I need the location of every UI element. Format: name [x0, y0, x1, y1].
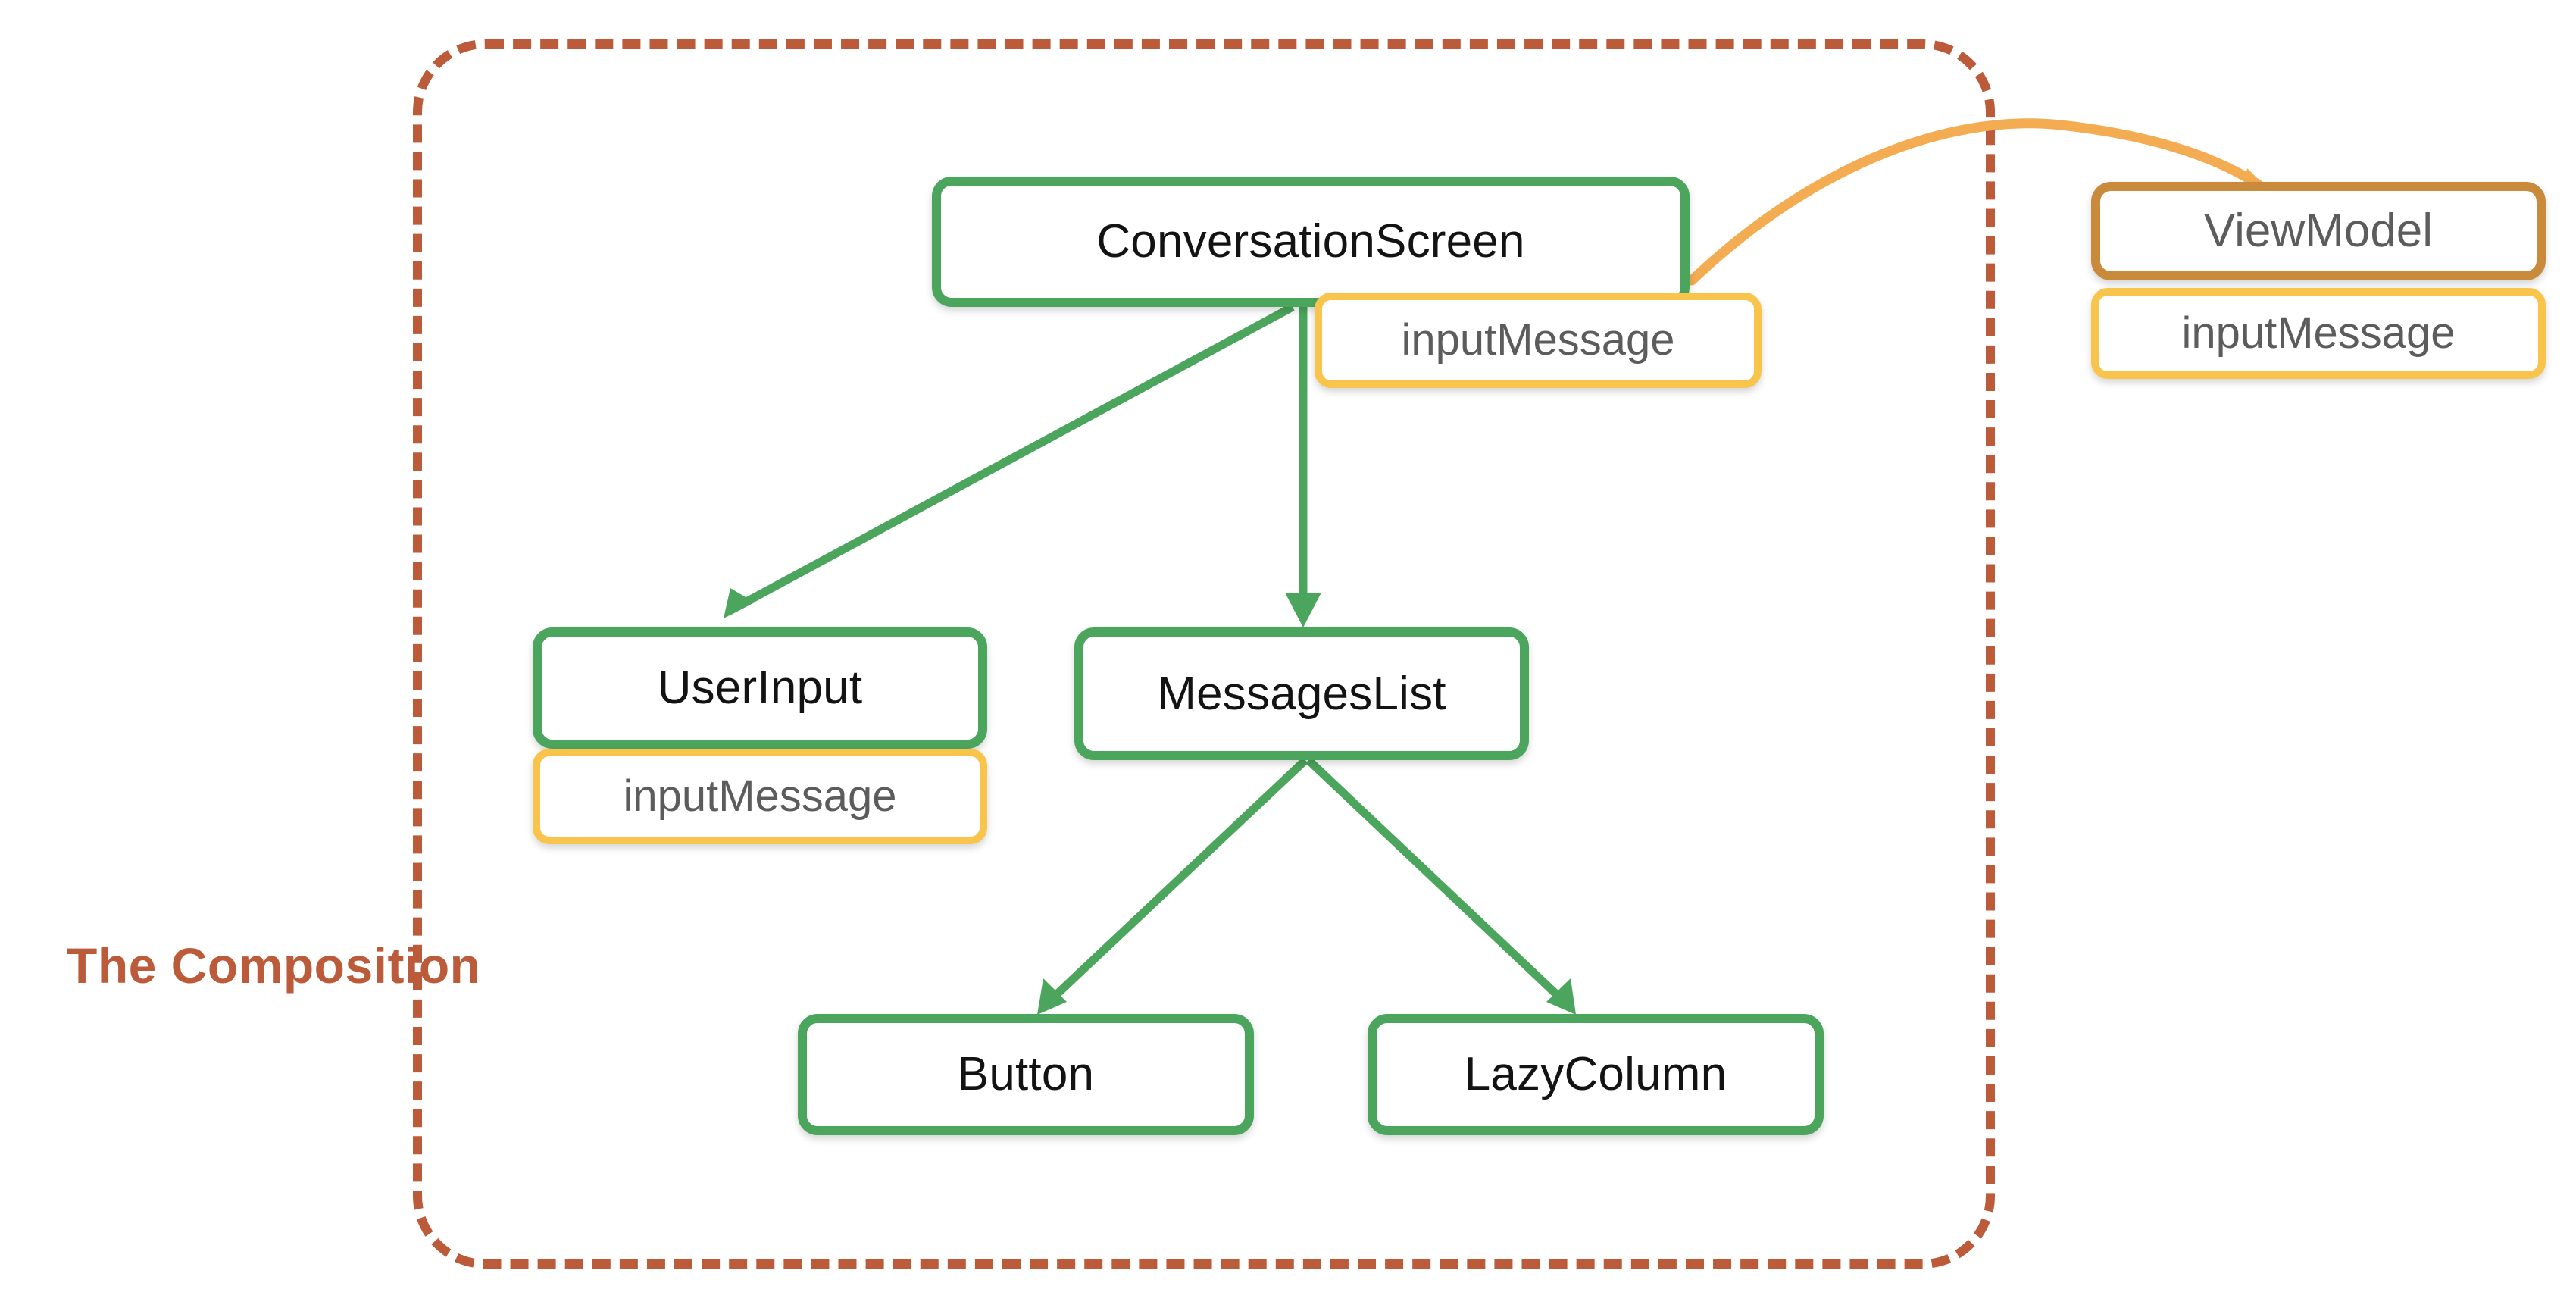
state-chip-user-input-label: inputMessage	[623, 771, 897, 821]
node-lazy-column[interactable]: LazyColumn	[1368, 1014, 1824, 1135]
node-user-input[interactable]: UserInput	[533, 627, 987, 749]
composition-boundary	[413, 39, 1995, 1269]
node-button[interactable]: Button	[798, 1014, 1254, 1135]
node-messages-list[interactable]: MessagesList	[1074, 627, 1529, 760]
state-chip-user-input[interactable]: inputMessage	[533, 749, 987, 844]
composition-boundary-caption: The Composition	[67, 937, 481, 994]
node-messages-list-label: MessagesList	[1157, 667, 1446, 720]
state-chip-conversation-screen[interactable]: inputMessage	[1315, 293, 1762, 388]
node-button-label: Button	[957, 1048, 1095, 1100]
node-conversation-screen-label: ConversationScreen	[1096, 215, 1525, 268]
state-chip-view-model[interactable]: inputMessage	[2091, 288, 2546, 379]
node-conversation-screen[interactable]: ConversationScreen	[932, 177, 1690, 307]
state-chip-view-model-label: inputMessage	[2181, 308, 2456, 358]
state-chip-conversation-screen-label: inputMessage	[1401, 315, 1675, 365]
node-view-model-label: ViewModel	[2203, 205, 2434, 257]
node-lazy-column-label: LazyColumn	[1464, 1048, 1727, 1100]
node-user-input-label: UserInput	[657, 662, 863, 714]
node-view-model[interactable]: ViewModel	[2091, 182, 2546, 280]
